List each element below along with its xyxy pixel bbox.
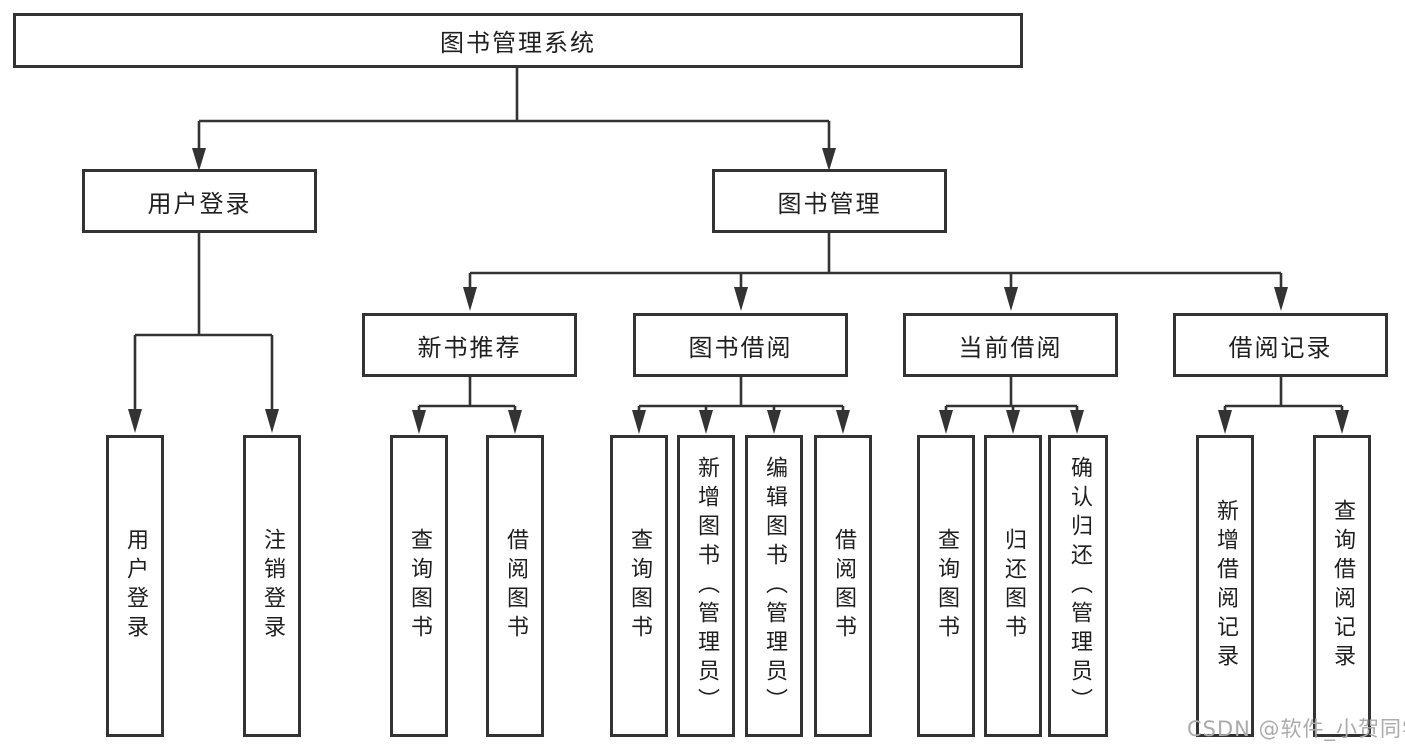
node-edit-books-admin: 编辑图书（管理员） <box>745 435 803 737</box>
watermark: CSDN @软件_小贺同学 <box>1187 717 1405 741</box>
node-library-management-system: 图书管理系统 <box>13 13 1023 68</box>
node-borrow-books-recommend: 借阅图书 <box>486 435 544 737</box>
node-query-borrow-record: 查询借阅记录 <box>1313 435 1371 737</box>
node-book-management: 图书管理 <box>712 169 947 233</box>
node-add-borrow-record: 新增借阅记录 <box>1196 435 1254 737</box>
node-user-login-action: 用户登录 <box>106 435 164 737</box>
node-return-books: 归还图书 <box>984 435 1042 737</box>
node-query-books-borrowing: 查询图书 <box>610 435 668 737</box>
node-book-borrowing: 图书借阅 <box>633 313 848 377</box>
node-query-books-recommend: 查询图书 <box>390 435 448 737</box>
node-borrow-books-borrowing: 借阅图书 <box>814 435 872 737</box>
node-borrowing-records: 借阅记录 <box>1173 313 1388 377</box>
node-current-borrowing: 当前借阅 <box>903 313 1118 377</box>
node-add-books-admin: 新增图书（管理员） <box>677 435 735 737</box>
node-query-books-current: 查询图书 <box>917 435 975 737</box>
node-user-login: 用户登录 <box>82 169 317 233</box>
node-logout-action: 注销登录 <box>243 435 301 737</box>
node-new-book-recommend: 新书推荐 <box>362 313 577 377</box>
node-confirm-return-admin: 确认归还（管理员） <box>1048 435 1108 737</box>
